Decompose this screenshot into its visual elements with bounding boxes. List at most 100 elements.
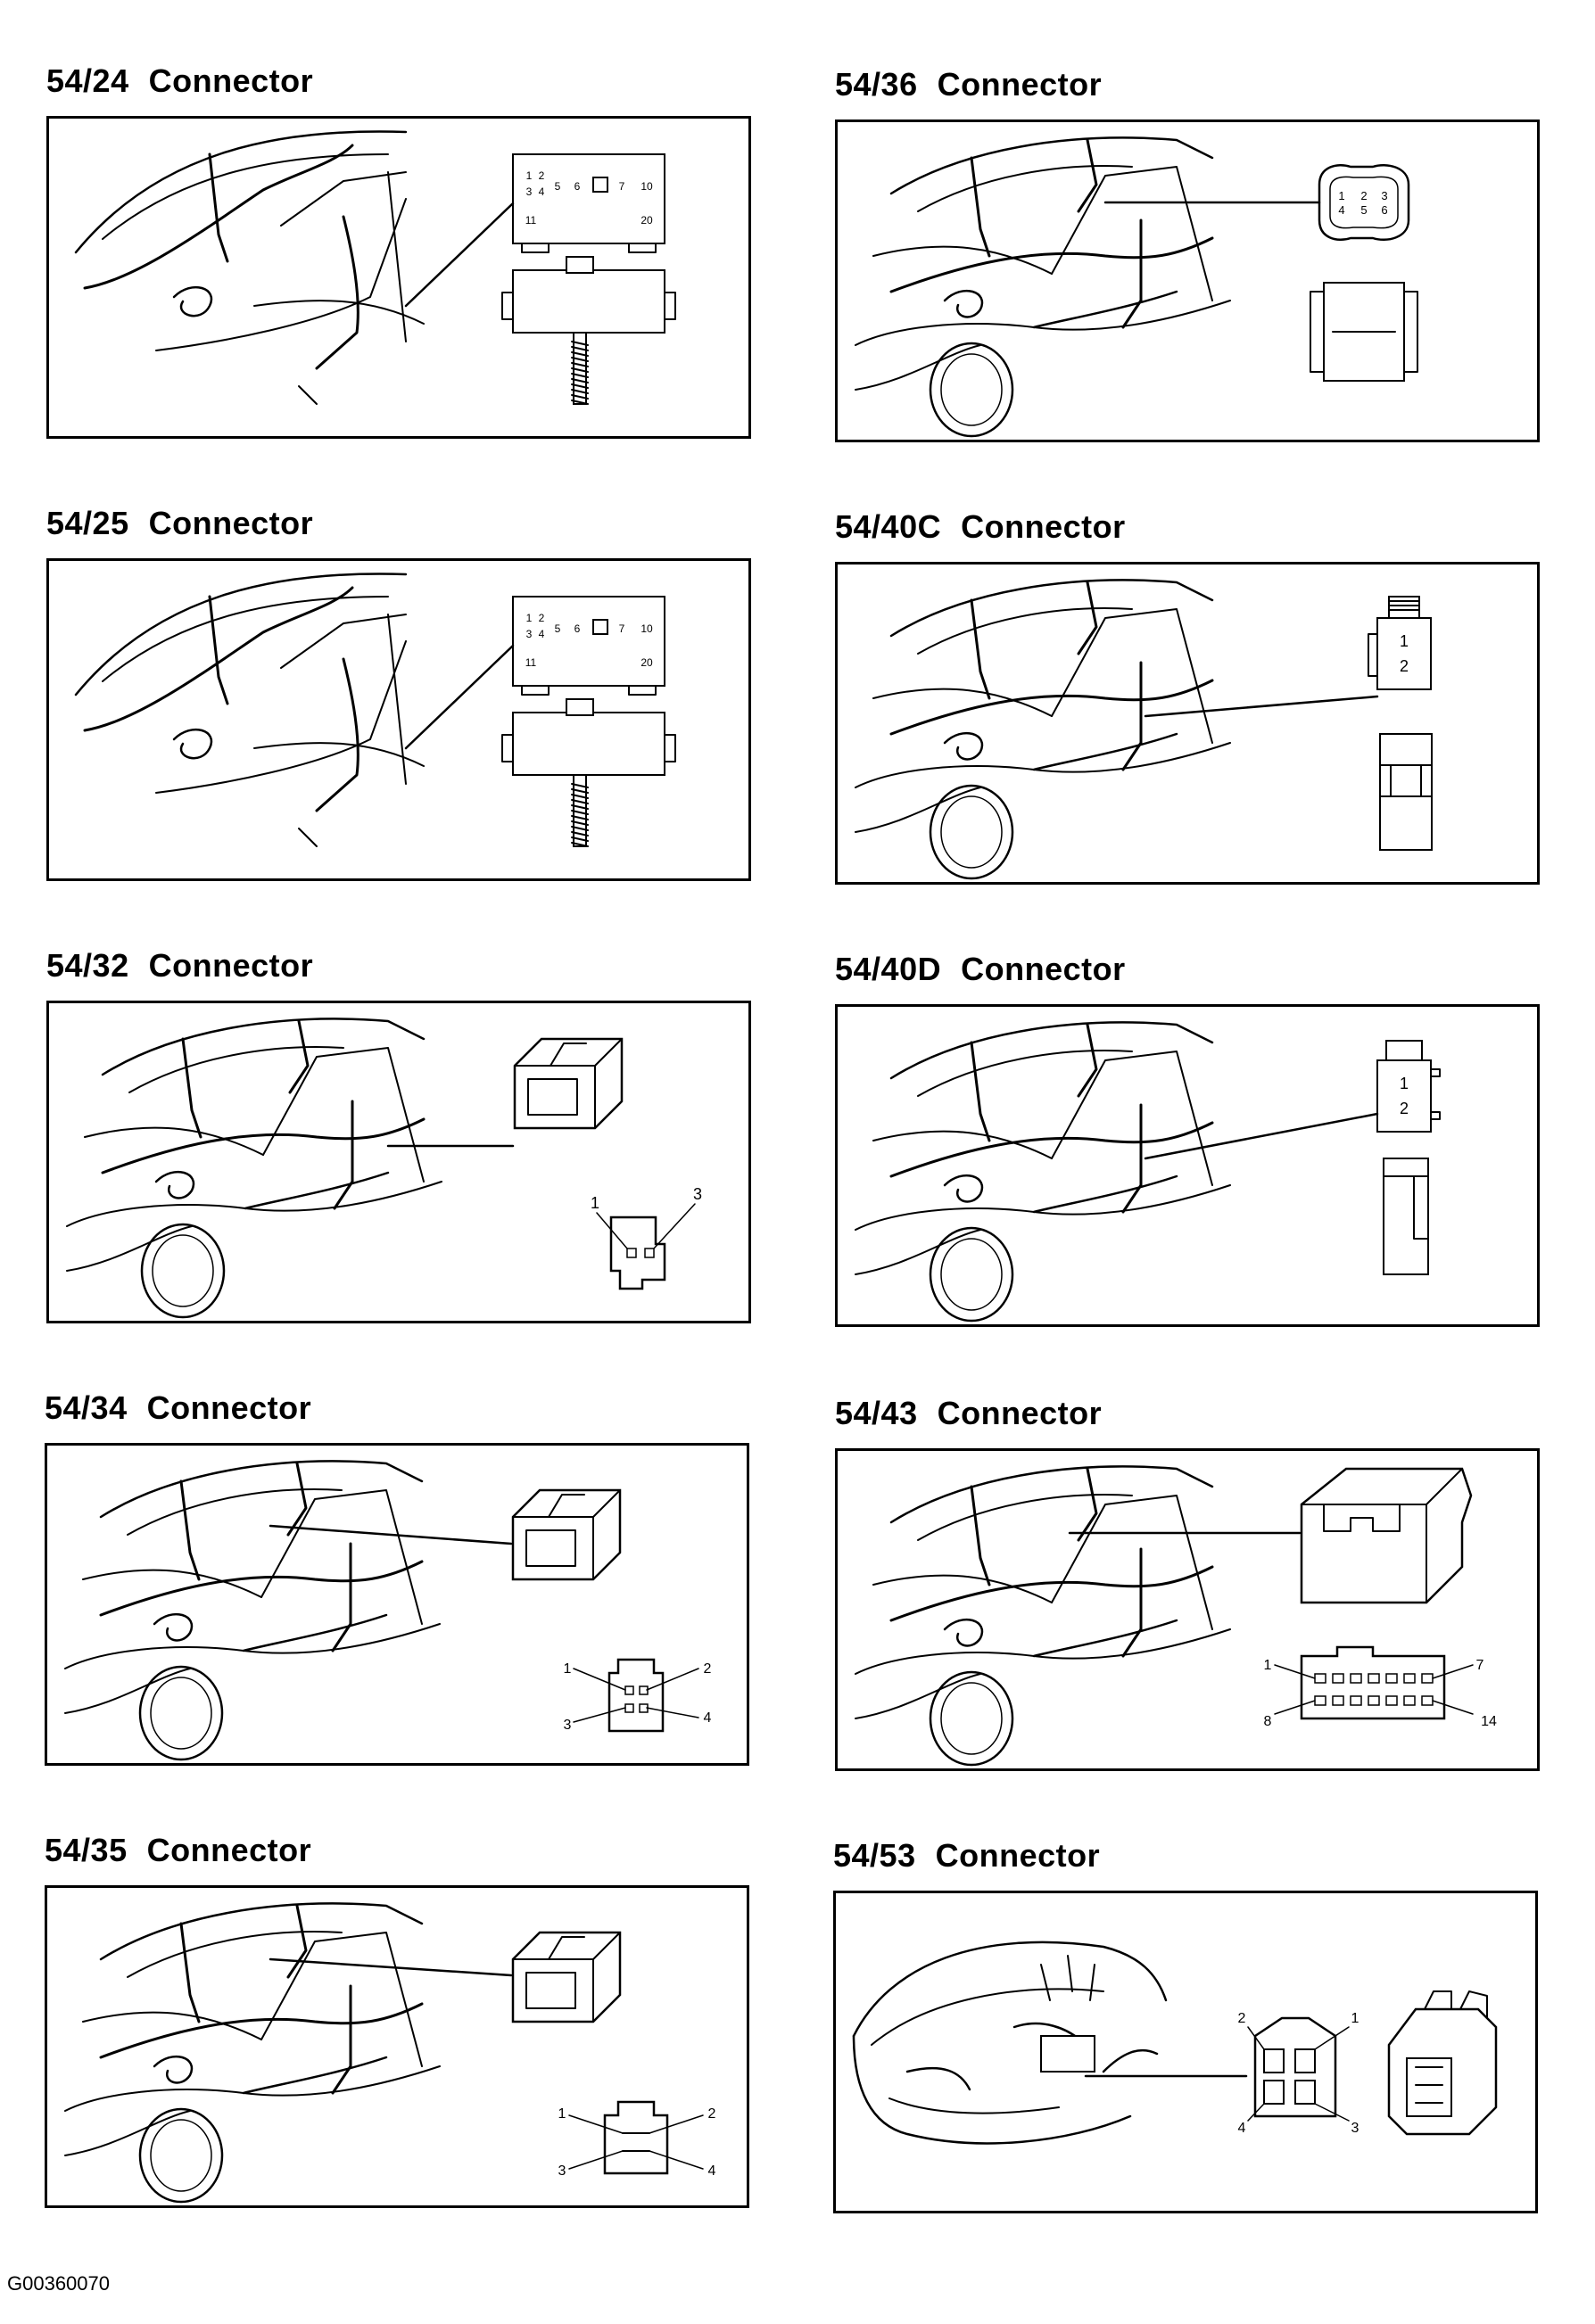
car-wheel (152, 1234, 214, 1307)
car-outline (262, 1047, 425, 1183)
pin-leader (596, 1203, 696, 1249)
car-outline (102, 153, 389, 240)
car-outline (855, 1229, 981, 1275)
connector-illustration: 12 (855, 579, 1433, 880)
pin-cavity (626, 1248, 637, 1258)
car-outline (1051, 166, 1213, 301)
wire-harness (1121, 661, 1143, 771)
engine-detail (1040, 1955, 1095, 2001)
connector-id: 54/43 (835, 1395, 918, 1431)
wire-harness (181, 1037, 202, 1139)
pin-number: 3 (693, 1185, 702, 1203)
connector-label: Connector (937, 1395, 1103, 1431)
car-outline (917, 1050, 1133, 1097)
connector-opening (525, 1529, 576, 1567)
car-outline (855, 742, 1231, 788)
pin-cavity (624, 1703, 634, 1713)
cable-spring (571, 826, 589, 831)
cable-spring (571, 341, 589, 346)
wire-harness (315, 657, 359, 812)
pin-number: 2 (704, 1661, 712, 1677)
pointer-line (1144, 695, 1379, 718)
cable-spring (571, 378, 589, 383)
car-outline (84, 1126, 264, 1156)
connector-body (514, 1038, 623, 1129)
car-outline (64, 1623, 441, 1669)
cable-spring (571, 836, 589, 842)
car-outline (128, 1046, 344, 1093)
connector-label: Connector (148, 947, 314, 984)
connector-label: Connector (148, 62, 314, 99)
wire-harness (99, 1560, 424, 1617)
wire-harness (1032, 1174, 1178, 1214)
pin-number: 2 (1238, 2011, 1246, 2026)
pin-number: 1 (526, 169, 533, 182)
car-outline (102, 596, 389, 682)
car-outline (260, 1489, 423, 1625)
pin-cavity (1314, 1673, 1326, 1684)
pin-number: 4 (539, 185, 545, 198)
connector-latch (566, 698, 594, 716)
car-outline (74, 573, 408, 696)
wire-harness (1121, 1103, 1143, 1214)
car-wheel (940, 1682, 1003, 1755)
wire-harness (101, 1117, 426, 1174)
connector-label: Connector (961, 508, 1126, 545)
pin-number: 6 (574, 180, 581, 193)
pin-cavity (1294, 2048, 1316, 2073)
car-outline (889, 1465, 1214, 1524)
connector-face (1376, 1059, 1432, 1133)
car-outline (64, 2065, 441, 2112)
cable-spring (571, 783, 589, 788)
connector-id: 54/25 (46, 505, 129, 541)
wire-harness (889, 1121, 1214, 1178)
wire-harness (1121, 218, 1143, 329)
wire-harness (315, 215, 359, 370)
wire-harness (1032, 290, 1178, 329)
connector-face (603, 2100, 669, 2175)
pin-number: 1 (564, 1661, 572, 1677)
wire-harness (1077, 1023, 1098, 1098)
car-outline (155, 640, 407, 794)
connector-id: 54/53 (833, 1837, 916, 1874)
pin-cavity (1385, 1673, 1398, 1684)
connector-opening (525, 1972, 576, 2009)
wire-harness (1077, 138, 1098, 213)
pin-cavity (1403, 1695, 1416, 1706)
pin-cavity (1350, 1673, 1362, 1684)
cable-spring (571, 400, 589, 405)
cable-spring (571, 794, 589, 799)
pin-cavity (1403, 1673, 1416, 1684)
connector-id: 54/32 (46, 947, 129, 984)
cable-spring (571, 346, 589, 351)
connector-face (512, 596, 665, 687)
car-outline (99, 1902, 424, 1961)
pin-number: 10 (640, 622, 653, 635)
car-outline (917, 607, 1133, 655)
connector-label: Connector (937, 66, 1103, 103)
car-wheel (138, 1665, 224, 1761)
wire-harness (242, 1613, 388, 1652)
pin-number: 3 (1351, 2121, 1359, 2136)
pin-number: 4 (1238, 2121, 1246, 2136)
pin-number: 7 (619, 622, 625, 635)
car-outline (82, 1569, 262, 1598)
wire-harness (943, 289, 984, 318)
pin-number: 4 (708, 2163, 716, 2179)
pin-number: 1 (591, 1194, 599, 1212)
car-outline (66, 1225, 193, 1272)
car-outline (855, 787, 981, 833)
connector-body (512, 1932, 621, 2023)
pin-number: 7 (1476, 1658, 1484, 1673)
